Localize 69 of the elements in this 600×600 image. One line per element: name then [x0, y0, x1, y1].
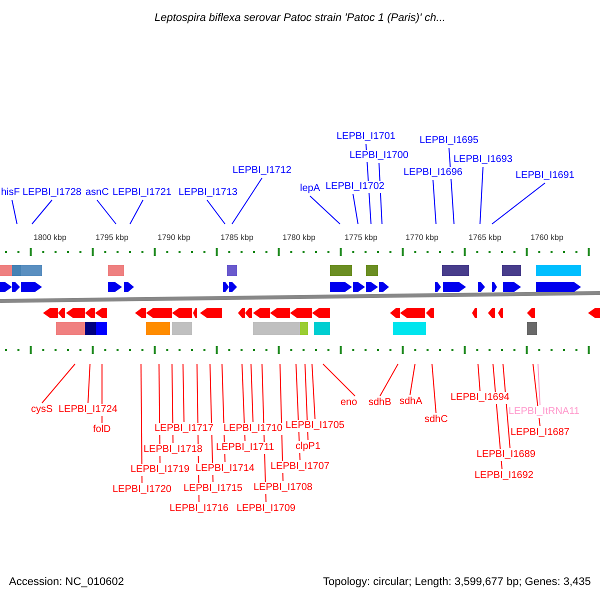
gene-label: cysS — [30, 404, 54, 416]
leader-line — [12, 200, 18, 224]
leader-line — [502, 364, 510, 448]
leader-line — [352, 194, 358, 224]
gene-label: LEPBI_I1719 — [130, 464, 190, 476]
gene-label: clpP1 — [294, 441, 322, 453]
gene-label: LEPBI_I1689 — [476, 449, 536, 461]
leader-line — [312, 364, 316, 420]
gene-label: LEPBI_I1715 — [182, 483, 244, 495]
leader-line — [42, 364, 76, 404]
gene-label: LEPBI_I1720 — [112, 484, 172, 496]
leader-line — [538, 364, 540, 406]
accession-text: Accession: NC_010602 — [9, 576, 124, 588]
leader-line — [432, 364, 436, 414]
gene-label: LEPBI_I1695 — [418, 135, 480, 147]
scale-label: 1760 kbp — [530, 232, 564, 244]
gene-label: LEPBI_I1717 — [154, 423, 214, 435]
gene-label: LEPBI_I1693 — [452, 154, 514, 166]
gene-label: LEPBI_I1718 — [142, 444, 204, 456]
scale-label: 1775 kbp — [344, 232, 378, 244]
gene-label: LEPBI_I1702 — [324, 181, 386, 193]
leader-line — [88, 364, 90, 404]
leader-line — [182, 364, 184, 422]
gene-label: lepA — [299, 183, 322, 195]
gene-label: LEPBI_I1724 — [58, 404, 118, 416]
scale-label: 1785 kbp — [220, 232, 254, 244]
gene-label: LEPBI_I1710 — [222, 423, 284, 435]
leader-line — [322, 364, 356, 396]
leader-line — [478, 364, 480, 392]
gene-label: LEPBI_I1701 — [336, 131, 396, 143]
gene-label: LEPBI_I1707 — [270, 461, 330, 473]
leader-line — [480, 166, 484, 224]
gene-label: LEPBI_I1708 — [252, 482, 314, 494]
leader-line — [32, 200, 52, 224]
scale-label: 1765 kbp — [468, 232, 502, 244]
gene-label: LEPBI_I1692 — [474, 470, 534, 482]
leader-line — [410, 364, 416, 396]
scale-label: 1770 kbp — [406, 232, 438, 244]
gene-label: LEPBI_I1711 — [215, 442, 276, 454]
gene-label: LEPBI_I1721 — [112, 187, 172, 199]
gene-label: LEPBI_I1713 — [178, 187, 238, 199]
gene-label: LEPBI_I1691 — [514, 170, 576, 182]
gene-label: LEPBI_ItRNA11 — [508, 406, 580, 418]
gene-label: LEPBI_I1696 — [402, 167, 464, 179]
gene-label: LEPBI_I1712 — [232, 165, 292, 177]
gene-label: LEPBI_I1700 — [348, 150, 410, 162]
title: Leptospira biflexa serovar Patoc strain 'Patoc 1 (Paris)' ch... — [154, 12, 446, 24]
leader-line — [96, 200, 116, 224]
gene-label: LEPBI_I1709 — [236, 503, 296, 515]
leader-line — [310, 196, 340, 224]
leader-line — [140, 364, 142, 484]
gene-label: LEPBI_I1728 — [22, 187, 82, 199]
leader-line — [380, 364, 398, 396]
leader-line — [232, 178, 262, 224]
leader-line — [130, 200, 144, 224]
scale-label: 1790 kbp — [158, 232, 190, 244]
gene-label: LEPBI_I1705 — [284, 420, 346, 432]
leader-line — [492, 182, 546, 224]
scale-label: 1795 kbp — [96, 232, 128, 244]
leader-line — [250, 364, 254, 422]
leader-line — [432, 180, 436, 224]
scale-label: 1800 kbp — [34, 232, 66, 244]
gene-label: LEPBI_I1716 — [168, 503, 230, 515]
scale-label: 1780 kbp — [282, 232, 316, 244]
leader-line — [206, 200, 226, 224]
gene-label: LEPBI_I1714 — [194, 463, 256, 475]
gene-label: LEPBI_I1687 — [510, 427, 570, 439]
genome-summary-text: Topology: circular; Length: 3,599,677 bp; Genes: 3,435 — [323, 576, 591, 588]
gene-label: LEPBI_I1694 — [450, 392, 510, 404]
